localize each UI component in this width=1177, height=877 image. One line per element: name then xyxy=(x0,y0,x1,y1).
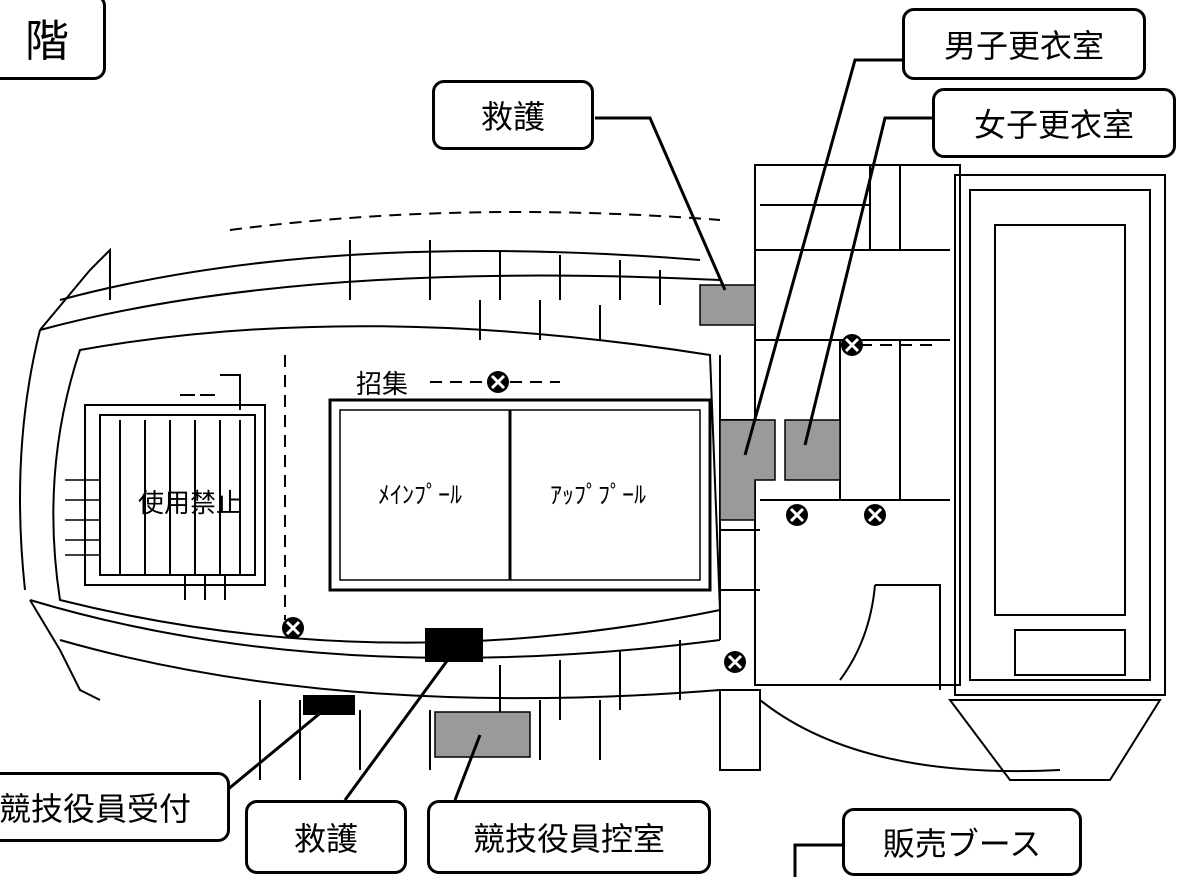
rescue-top-label: 救護 xyxy=(432,80,594,150)
plan-up-pool-label: ｱｯﾌﾟﾌﾟｰﾙ xyxy=(550,481,646,509)
exit-marker-icon xyxy=(724,651,746,673)
plan-closed-area-label: 使用禁止 xyxy=(138,489,242,519)
exit-marker-icon xyxy=(487,371,509,393)
mens-locker-label: 男子更衣室 xyxy=(902,8,1146,80)
exit-marker-icon xyxy=(282,617,304,639)
exit-markers xyxy=(282,334,886,673)
officials-waiting-room xyxy=(434,711,531,758)
highlighted-rooms xyxy=(434,284,841,758)
closed-pool-basin xyxy=(84,404,266,586)
rescue-room-top xyxy=(699,284,756,326)
plan-assembly-label: 招集 xyxy=(356,370,408,400)
exit-marker-icon xyxy=(786,504,808,526)
rescue-bottom-label: 救護 xyxy=(245,800,407,874)
exit-marker-icon xyxy=(864,504,886,526)
sales-booth-label: 販売ブース xyxy=(842,808,1082,876)
officials-reception-label: 競技役員受付 xyxy=(0,772,230,842)
mens-locker-room xyxy=(719,419,776,521)
plan-main-pool-label: ﾒｲﾝﾌﾟｰﾙ xyxy=(378,481,462,509)
officials-waiting-label: 競技役員控室 xyxy=(427,800,711,874)
leader-lines xyxy=(214,58,935,877)
floor-label: 階 xyxy=(0,0,106,80)
main-pool-basin xyxy=(328,398,712,592)
womens-locker-room xyxy=(784,419,841,481)
pool-outlines xyxy=(65,374,712,600)
exit-marker-icon xyxy=(841,334,863,356)
rescue-room-bottom xyxy=(425,628,483,662)
womens-locker-label: 女子更衣室 xyxy=(932,88,1176,158)
